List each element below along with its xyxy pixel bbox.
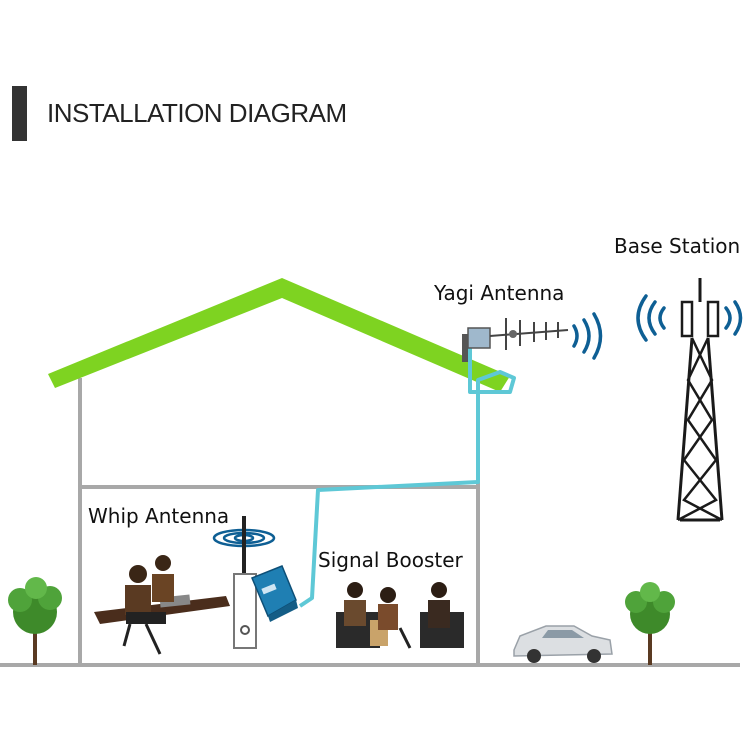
people-at-desk-icon	[94, 555, 230, 655]
page-title: INSTALLATION DIAGRAM	[47, 98, 347, 128]
tree-icon	[8, 577, 62, 665]
tower-signal-waves-right-icon	[724, 300, 743, 336]
people-seated-icon	[336, 582, 464, 649]
yagi-antenna-label: Yagi Antenna	[434, 281, 565, 305]
whip-antenna-label: Whip Antenna	[88, 504, 230, 528]
signal-booster-icon	[233, 565, 298, 649]
signal-booster-label: Signal Booster	[318, 548, 463, 572]
tower-signal-waves-left-icon	[636, 294, 666, 342]
tree-icon	[625, 582, 675, 665]
yagi-antenna-icon	[462, 318, 569, 362]
car-icon	[513, 625, 613, 663]
base-station-tower-icon	[676, 278, 724, 522]
title-accent-bar	[12, 86, 27, 141]
coax-cable	[298, 342, 516, 608]
yagi-signal-waves-icon	[572, 312, 603, 360]
base-station-label: Base Station	[614, 234, 741, 258]
